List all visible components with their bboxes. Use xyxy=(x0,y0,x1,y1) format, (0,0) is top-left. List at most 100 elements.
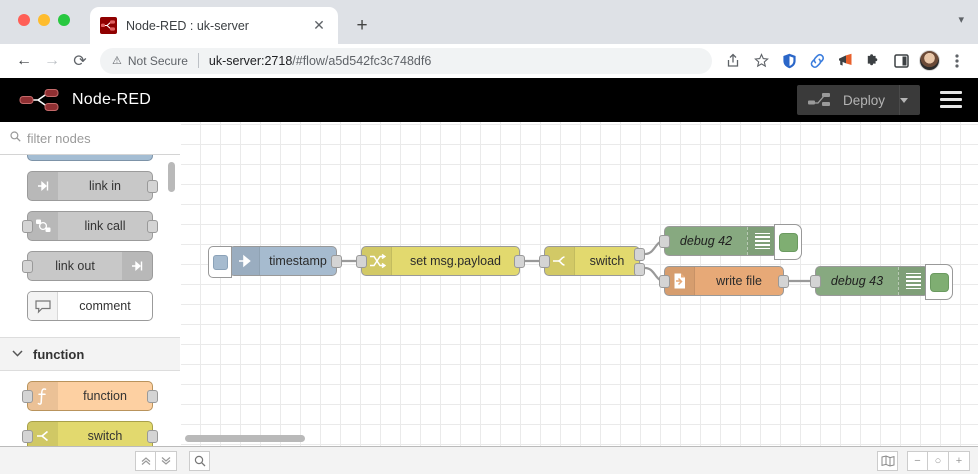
forward-button[interactable]: → xyxy=(44,51,60,69)
debug-lines-icon xyxy=(747,227,777,255)
node-input-port[interactable] xyxy=(22,260,33,273)
megaphone-extension-icon[interactable] xyxy=(832,48,858,74)
node-red-favicon xyxy=(100,17,117,34)
zoom-out-button[interactable]: − xyxy=(907,451,928,471)
nodered-header: Node-RED Deploy xyxy=(0,78,978,122)
node-output-port[interactable] xyxy=(514,255,525,268)
palette-node-function[interactable]: function xyxy=(22,381,158,411)
node-output-port[interactable] xyxy=(331,255,342,268)
palette-node-link-out[interactable]: link out xyxy=(22,251,153,281)
nodered-workspace: link in link call link out xyxy=(0,122,978,474)
node-input-port[interactable] xyxy=(22,220,33,233)
address-bar[interactable]: ⚠ Not Secure uk-server:2718/#flow/a5d542… xyxy=(100,47,712,74)
palette-scroll-area[interactable]: link in link call link out xyxy=(0,155,180,446)
node-output-port-1[interactable] xyxy=(634,248,645,261)
minimize-window-button[interactable] xyxy=(38,14,50,26)
node-palette: link in link call link out xyxy=(0,122,180,446)
deploy-button[interactable]: Deploy xyxy=(796,85,920,115)
browser-tab[interactable]: Node-RED : uk-server ✕ xyxy=(90,7,338,44)
link-extension-icon[interactable] xyxy=(804,48,830,74)
node-input-port[interactable] xyxy=(22,430,33,443)
link-out-icon xyxy=(122,252,152,280)
palette-node-link-in[interactable]: link in xyxy=(27,171,158,201)
bookmark-star-icon[interactable] xyxy=(748,48,774,74)
close-window-button[interactable] xyxy=(18,14,30,26)
palette-filter[interactable] xyxy=(0,122,180,155)
palette-node-label: link call xyxy=(84,219,126,233)
window-controls[interactable] xyxy=(18,14,70,26)
security-status[interactable]: ⚠ Not Secure xyxy=(112,54,188,68)
inject-trigger-button[interactable] xyxy=(208,246,232,278)
shield-extension-icon[interactable] xyxy=(776,48,802,74)
node-input-port[interactable] xyxy=(810,275,821,288)
close-tab-button[interactable]: ✕ xyxy=(313,17,325,33)
flow-canvas[interactable]: timestamp set msg.payload switch xyxy=(181,122,978,446)
palette-node-partial-top[interactable] xyxy=(27,155,153,161)
node-input-port[interactable] xyxy=(539,255,550,268)
node-output-port[interactable] xyxy=(147,220,158,233)
canvas-horizontal-scrollbar[interactable] xyxy=(185,435,305,442)
node-output-port[interactable] xyxy=(147,390,158,403)
flow-node-write-file[interactable]: write file xyxy=(659,266,789,296)
new-tab-button[interactable]: + xyxy=(356,15,368,36)
palette-node-label: link in xyxy=(89,179,121,193)
flow-node-inject-timestamp[interactable]: timestamp xyxy=(208,246,342,278)
security-label: Not Secure xyxy=(127,53,188,68)
node-input-port[interactable] xyxy=(659,235,670,248)
expand-all-button[interactable] xyxy=(156,451,177,471)
palette-category-label: function xyxy=(33,346,85,362)
search-icon xyxy=(10,131,21,145)
deploy-icon xyxy=(807,93,830,106)
zoom-in-button[interactable]: + xyxy=(949,451,970,471)
reload-button[interactable]: ⟳ xyxy=(73,52,87,70)
side-panel-icon[interactable] xyxy=(888,48,914,74)
flow-node-label: timestamp xyxy=(269,254,327,268)
zoom-reset-button[interactable]: ○ xyxy=(928,451,949,471)
chrome-menu-icon[interactable] xyxy=(944,48,970,74)
node-output-port[interactable] xyxy=(778,275,789,288)
switch-branch-icon xyxy=(545,247,575,275)
node-input-port[interactable] xyxy=(356,255,367,268)
palette-node-switch[interactable]: switch xyxy=(22,421,158,446)
node-output-port[interactable] xyxy=(147,180,158,193)
flow-node-label: switch xyxy=(589,254,625,268)
zoom-controls: − ○ + xyxy=(907,451,970,471)
node-output-port[interactable] xyxy=(147,430,158,443)
share-icon[interactable] xyxy=(720,48,746,74)
palette-scrollbar[interactable] xyxy=(168,162,175,192)
flow-node-switch[interactable]: switch xyxy=(539,246,645,276)
palette-node-label: link out xyxy=(55,259,95,273)
node-output-port-2[interactable] xyxy=(634,263,645,276)
flow-node-change-set-msg-payload[interactable]: set msg.payload xyxy=(356,246,525,276)
palette-node-comment[interactable]: comment xyxy=(27,291,153,321)
palette-group-function: function switch xyxy=(0,381,180,446)
palette-category-function[interactable]: function xyxy=(0,337,180,371)
url-text: uk-server:2718/#flow/a5d542fc3c748df6 xyxy=(209,54,431,68)
flow-node-label: set msg.payload xyxy=(409,254,502,268)
debug-toggle-button[interactable] xyxy=(774,224,802,260)
browser-toolbar: ← → ⟳ ⚠ Not Secure uk-server:2718/#flow/… xyxy=(0,44,978,78)
omnibox-divider xyxy=(197,53,199,68)
palette-node-link-call[interactable]: link call xyxy=(22,211,158,241)
puzzle-extensions-icon[interactable] xyxy=(860,48,886,74)
map-icon[interactable] xyxy=(877,451,898,471)
chevron-down-icon[interactable] xyxy=(900,97,908,103)
flow-node-debug-42[interactable]: debug 42 xyxy=(659,224,802,260)
back-button[interactable]: ← xyxy=(16,51,32,69)
node-input-port[interactable] xyxy=(659,275,670,288)
collapse-all-button[interactable] xyxy=(135,451,156,471)
node-input-port[interactable] xyxy=(22,390,33,403)
flow-node-debug-43[interactable]: debug 43 xyxy=(810,264,953,300)
change-shuffle-icon xyxy=(362,247,392,275)
flow-node-label: write file xyxy=(716,274,762,288)
browser-tab-title: Node-RED : uk-server xyxy=(126,18,249,33)
main-menu-button[interactable] xyxy=(940,91,962,108)
profile-avatar[interactable] xyxy=(916,48,942,74)
filter-nodes-input[interactable] xyxy=(27,130,157,146)
search-flows-button[interactable] xyxy=(189,451,210,471)
debug-toggle-button[interactable] xyxy=(925,264,953,300)
chevron-down-icon[interactable]: ▾ xyxy=(958,14,964,26)
maximize-window-button[interactable] xyxy=(58,14,70,26)
flow-node-label: debug 43 xyxy=(830,274,884,288)
